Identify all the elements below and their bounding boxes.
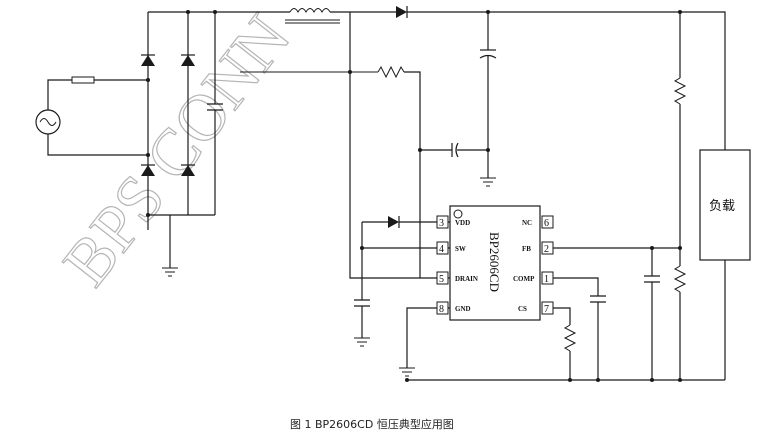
pin-4-sw: 4 SW <box>426 241 466 255</box>
upper-divider-resistor <box>673 12 687 250</box>
pin-5-drain: 5 DRAIN <box>426 271 478 285</box>
svg-text:8: 8 <box>439 304 444 315</box>
figure-caption: 图 1 BP2606CD 恒压典型应用图 <box>290 417 454 431</box>
vdd-diode <box>360 216 426 300</box>
svg-text:CS: CS <box>518 305 527 313</box>
ic-bp2606cd: BP2606CD <box>449 205 541 321</box>
pin-1-comp: 1 COMP <box>513 271 599 296</box>
svg-text:SW: SW <box>455 245 466 253</box>
chip-name: BP2606CD <box>487 232 502 292</box>
bridge-rectifier <box>141 10 290 230</box>
svg-text:DRAIN: DRAIN <box>455 275 478 283</box>
pin-7-cs: 7 CS <box>518 301 571 325</box>
svg-text:7: 7 <box>544 304 549 315</box>
svg-text:NC: NC <box>522 219 532 227</box>
lower-divider-resistor <box>673 248 687 382</box>
svg-text:GND: GND <box>455 305 471 313</box>
vdd-capacitor <box>354 299 370 347</box>
pin-2-fb: 2 FB <box>522 241 680 255</box>
watermark: BPS CONN <box>49 1 305 300</box>
svg-text:5: 5 <box>439 274 444 285</box>
cs-resistor <box>563 324 577 382</box>
pin-3-vdd: 3 VDD <box>426 215 470 229</box>
coupling-capacitor <box>420 142 488 158</box>
pin-6-nc: 6 NC <box>522 215 554 229</box>
watermark-text: BPS CONN <box>49 1 304 299</box>
svg-text:1: 1 <box>544 274 549 285</box>
comp-capacitor <box>590 295 606 382</box>
drain-resistor <box>240 12 426 279</box>
pin-8-gnd: 8 GND <box>426 301 471 315</box>
ac-source <box>35 79 148 156</box>
output-capacitor <box>479 12 497 187</box>
svg-text:FB: FB <box>522 245 531 253</box>
svg-text:3: 3 <box>439 218 444 229</box>
svg-text:VDD: VDD <box>455 219 470 227</box>
load-label: 负载 <box>709 199 735 214</box>
primary-ground <box>162 215 178 277</box>
inductor <box>285 8 396 24</box>
gnd-connection <box>399 307 725 382</box>
output-diode <box>396 6 726 150</box>
input-capacitor <box>207 10 223 215</box>
svg-text:2: 2 <box>544 244 549 255</box>
load-box: 负载 <box>699 149 751 380</box>
fuse <box>71 76 148 84</box>
fb-capacitor <box>644 246 660 382</box>
svg-text:COMP: COMP <box>513 275 535 283</box>
svg-text:4: 4 <box>439 244 444 255</box>
svg-text:6: 6 <box>544 218 549 229</box>
